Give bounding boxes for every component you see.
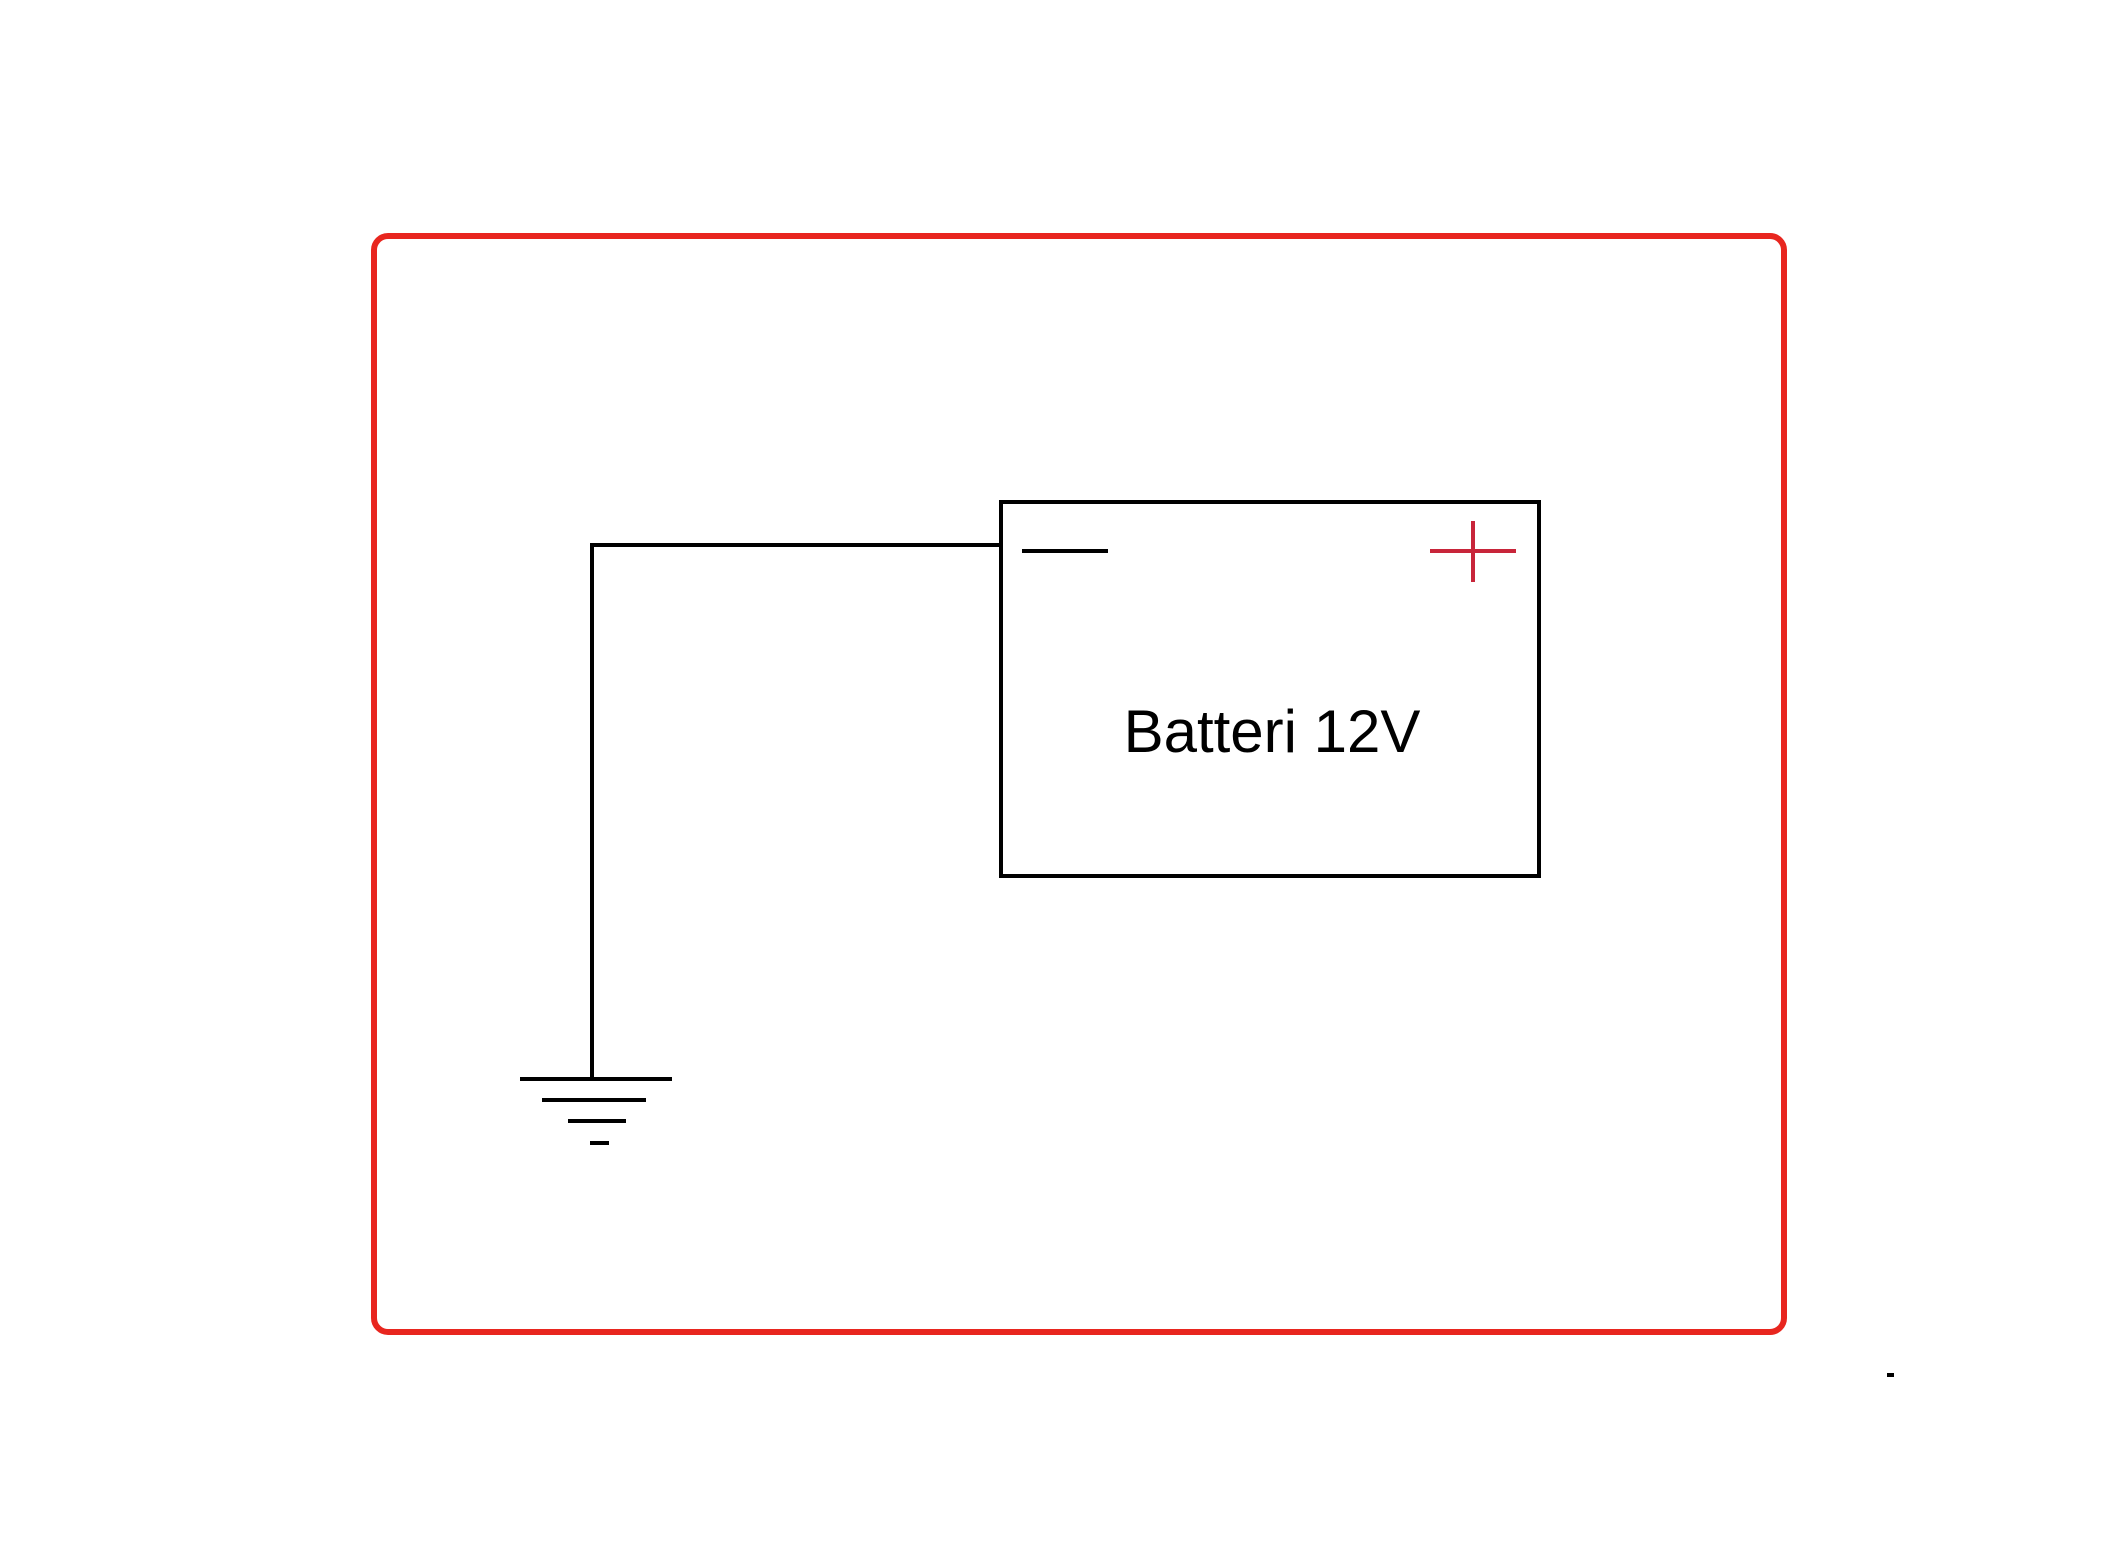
ground-wire <box>590 543 1003 1080</box>
ground-symbol-icon <box>520 1077 672 1145</box>
battery-box <box>999 500 1541 878</box>
stray-mark <box>1887 1373 1894 1377</box>
plus-icon <box>1430 521 1516 582</box>
enclosure-frame <box>371 233 1787 1335</box>
battery-label: Batteri 12V <box>1124 698 1421 765</box>
